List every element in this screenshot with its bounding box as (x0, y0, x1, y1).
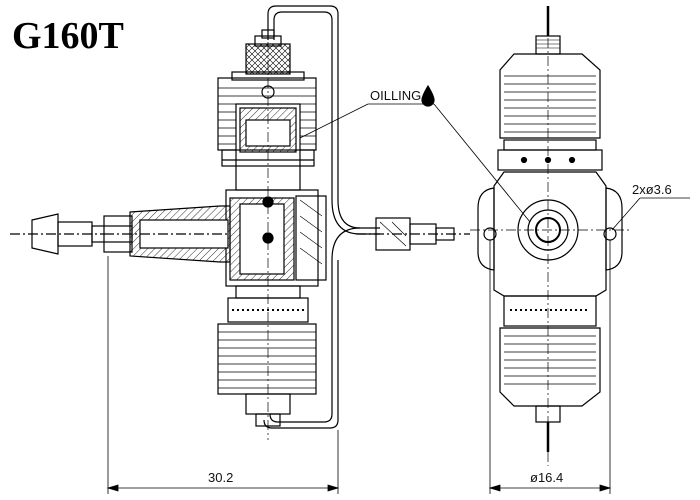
oil-line (267, 5, 380, 229)
bottom-cylinder-fins (217, 323, 317, 395)
dimension-side-label: 30.2 (208, 470, 234, 485)
prop-shaft (10, 213, 133, 255)
drawing-title: G160T (12, 15, 124, 57)
front-bottom-fins (499, 327, 601, 407)
side-view (10, 5, 470, 440)
dimension-lines (106, 240, 612, 494)
front-view (470, 6, 690, 466)
front-top-ring (497, 149, 603, 171)
left-mount-lug (477, 187, 495, 271)
right-mount-lug (605, 187, 623, 271)
crankcase (225, 189, 327, 287)
oilling-label: OILLING (370, 88, 422, 103)
shaft-housing (103, 205, 231, 263)
carburetor (356, 217, 470, 251)
front-bottom-ring (503, 295, 597, 327)
front-top-fins (499, 53, 601, 139)
front-crankcase (477, 171, 623, 297)
holes-label: 2xø3.6 (632, 182, 672, 197)
oil-drop-icon (421, 84, 435, 107)
oilling-leader (299, 84, 531, 223)
dimension-front-label: ø16.4 (530, 470, 564, 485)
